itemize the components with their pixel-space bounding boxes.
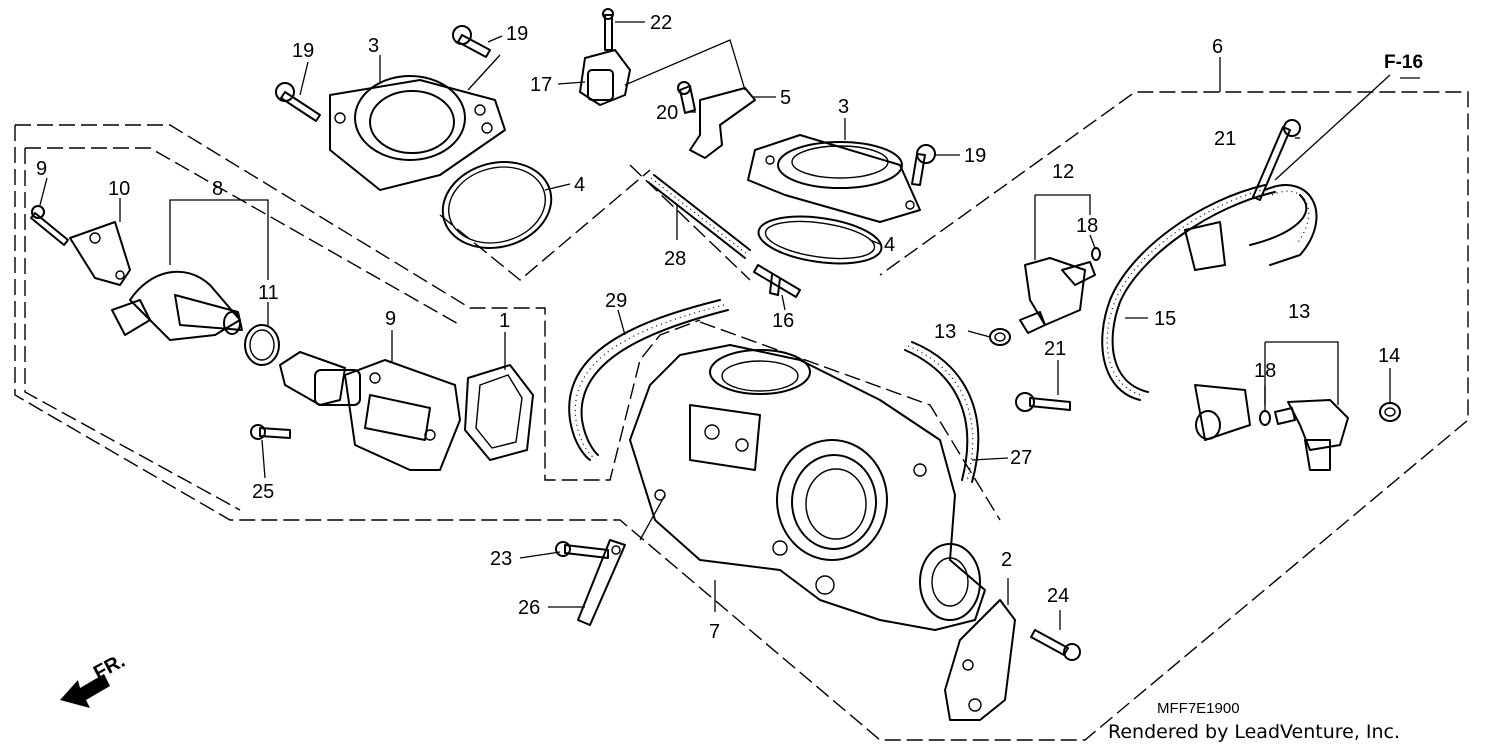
- throttle-body-7-drawing: [629, 344, 986, 631]
- o-ring-right-drawing: [757, 215, 883, 265]
- callout-29: 29: [605, 290, 627, 312]
- callout-19-b: 19: [506, 23, 528, 45]
- callout-1: 1: [499, 310, 510, 332]
- callout-19-c: 19: [964, 145, 986, 167]
- callout-13-upper: 12: [1052, 161, 1074, 183]
- callout-20: 20: [656, 102, 678, 124]
- callout-9: 9: [385, 308, 396, 330]
- callout-4-right: 4: [884, 234, 895, 256]
- callout-13-lower: 13: [1288, 301, 1310, 323]
- flange-left-drawing: [329, 75, 506, 191]
- callout-26: 26: [518, 597, 540, 619]
- callout-16: 16: [772, 310, 794, 332]
- injector-upper-drawing: [1019, 257, 1096, 334]
- idle-valve-drawing: [111, 270, 243, 341]
- injector-lower-drawing: [1274, 399, 1349, 471]
- hose-28-drawing: [647, 174, 751, 259]
- hose-27-drawing: [904, 341, 980, 483]
- flange-right-drawing: [747, 134, 921, 223]
- callout-23: 23: [490, 548, 512, 570]
- callout-14-lower: 14: [1378, 345, 1400, 367]
- bracket-2-drawing: [944, 599, 1081, 721]
- callout-15: 15: [1154, 308, 1176, 330]
- bolts-21-drawing: [1015, 119, 1301, 412]
- bracket-drawing: [677, 81, 756, 159]
- leader-lines: [39, 21, 1420, 630]
- fuel-pipe-15-drawing: [1101, 184, 1318, 441]
- sheet-reference: F-16: [1384, 52, 1423, 73]
- strap-26-drawing: [577, 539, 626, 626]
- callout-19-a: 19: [292, 40, 314, 62]
- gasket-1-drawing: [464, 364, 534, 461]
- tee-joint-drawing: [753, 264, 801, 298]
- callout-6: 6: [1212, 36, 1223, 58]
- render-credit: Rendered by LeadVenture, Inc.: [1108, 721, 1400, 743]
- bolts-19-drawing: [275, 25, 936, 186]
- callout-24: 24: [1047, 585, 1069, 607]
- callout-28: 28: [664, 248, 686, 270]
- callout-7: 7: [709, 621, 720, 643]
- screw-25-drawing: [250, 424, 291, 440]
- callout-22: 22: [650, 12, 672, 34]
- callout-5: 5: [780, 87, 791, 109]
- callout-12: 11: [258, 282, 279, 304]
- valve-body-9-drawing: [279, 351, 461, 471]
- callout-4-left: 4: [574, 174, 585, 196]
- hose-29-drawing: [568, 299, 729, 461]
- o-ring-left-drawing: [441, 161, 553, 249]
- callout-18-lower: 18: [1254, 360, 1276, 382]
- callout-27: 27: [1010, 447, 1032, 469]
- front-direction-indicator: FR.: [60, 650, 129, 708]
- callout-14-upper: 13: [934, 321, 956, 343]
- sensor-drawing: [579, 8, 631, 106]
- callout-8: 8: [212, 178, 223, 200]
- callout-25: 25: [252, 481, 274, 503]
- callout-11: 10: [108, 178, 130, 200]
- screw-23-drawing: [555, 541, 609, 559]
- o-ring-12-drawing: [244, 324, 280, 366]
- callout-18-upper: 18: [1076, 215, 1098, 237]
- diagram-code: MFF7E1900: [1157, 700, 1240, 717]
- callout-21-lower: 21: [1044, 338, 1066, 360]
- callout-3-right: 3: [838, 96, 849, 118]
- front-arrow-icon: [60, 674, 110, 708]
- callout-labels: 3 19 19 4 22 17 5 20 3 4 19 28 16 29 6 2…: [36, 12, 1400, 643]
- callout-3-left: 3: [368, 35, 379, 57]
- callout-2: 2: [1001, 549, 1012, 571]
- callout-10: 9: [36, 158, 47, 180]
- assembly-boundaries: [14, 91, 1469, 741]
- callout-21-upper: 21: [1214, 128, 1236, 150]
- plate-11-drawing: [30, 205, 131, 286]
- callout-17: 17: [530, 74, 552, 96]
